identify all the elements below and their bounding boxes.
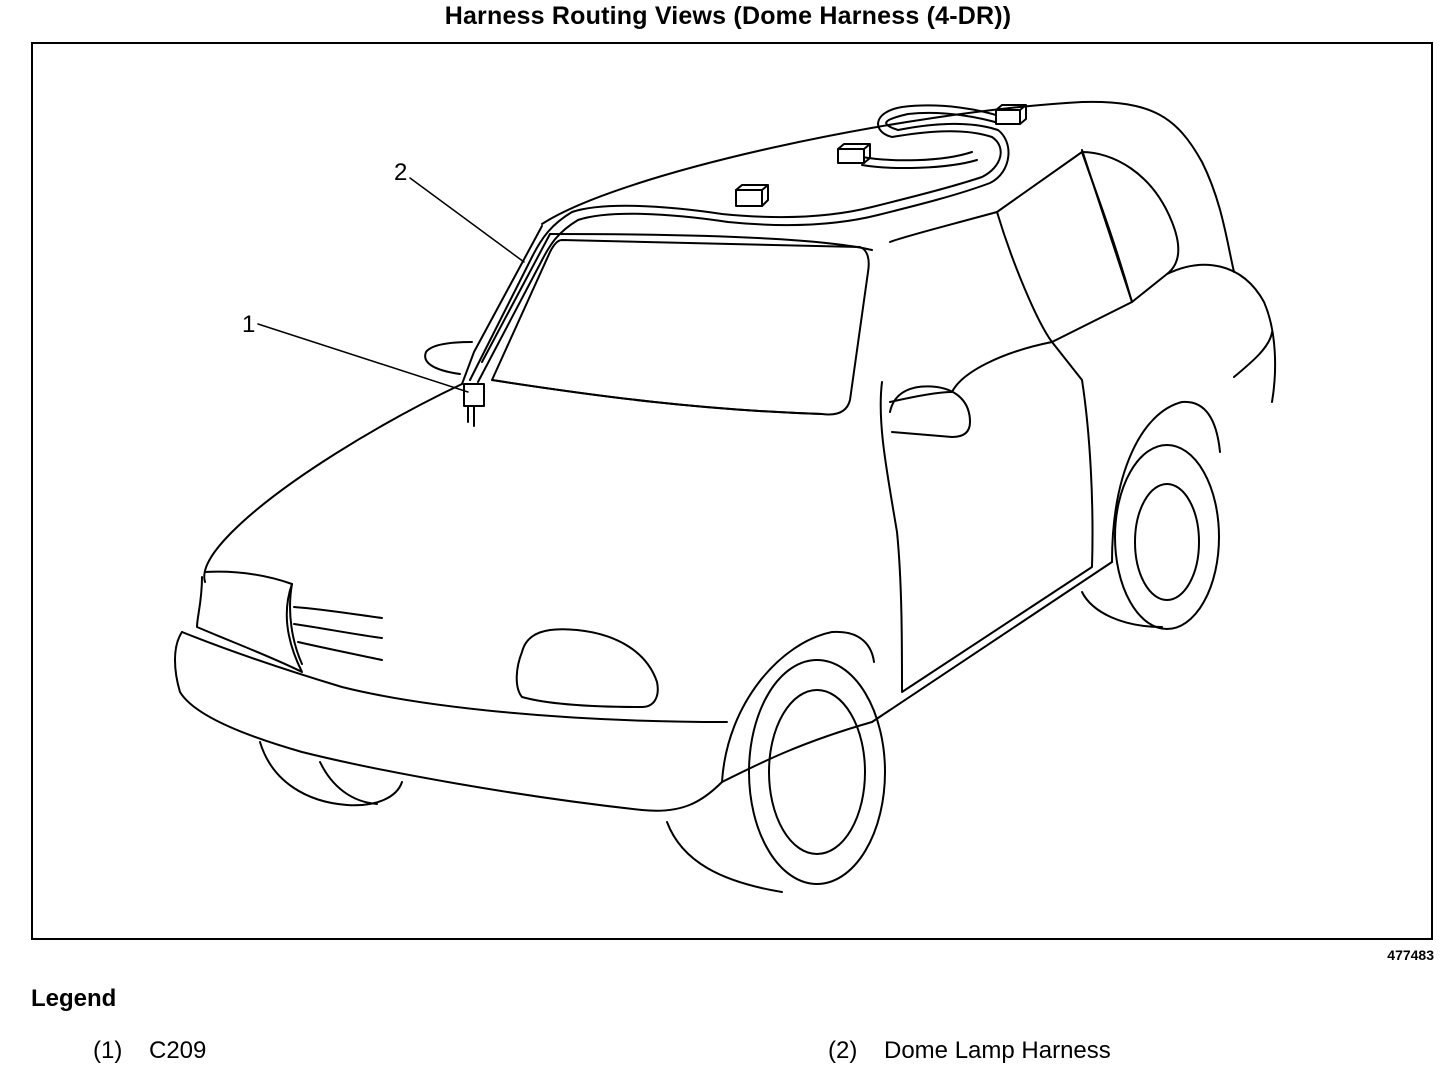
front-left-wheel bbox=[259, 741, 403, 807]
rear-door-window bbox=[1081, 151, 1180, 303]
front-right-tire bbox=[748, 659, 886, 885]
side-lower bbox=[721, 721, 873, 783]
legend-item-2: (2) Dome Lamp Harness bbox=[828, 1037, 1111, 1065]
bumper-top bbox=[181, 631, 728, 723]
legend-heading: Legend bbox=[31, 985, 117, 1012]
rear-quarter bbox=[1166, 263, 1277, 403]
connector-roof-center bbox=[735, 189, 763, 207]
front-door bbox=[879, 341, 1094, 693]
illustration-frame: 2 1 bbox=[31, 42, 1433, 940]
figure-number: 477483 bbox=[1387, 947, 1434, 963]
left-headlight bbox=[196, 576, 303, 673]
side-mirror bbox=[889, 385, 971, 438]
grille-line-3 bbox=[297, 641, 383, 661]
front-wheel-arch bbox=[721, 630, 875, 783]
hood bbox=[203, 383, 463, 583]
connector-roof-rear bbox=[995, 109, 1021, 125]
callout-1-leader bbox=[257, 323, 469, 393]
rear-rim bbox=[1134, 483, 1200, 601]
callout-2-label: 2 bbox=[394, 159, 407, 186]
grille-line-1 bbox=[293, 606, 383, 619]
left-mirror bbox=[424, 341, 473, 375]
rear-door bbox=[996, 151, 1133, 343]
grille-outline bbox=[289, 583, 303, 665]
connector-c209 bbox=[463, 383, 485, 407]
legend-item-1-text: C209 bbox=[149, 1037, 207, 1064]
legend-item-2-number: (2) bbox=[828, 1037, 858, 1064]
fog-light bbox=[515, 628, 659, 708]
a-pillar-inner bbox=[481, 233, 551, 363]
side-sill bbox=[871, 561, 1113, 723]
callout-2-leader bbox=[409, 177, 525, 263]
diagram-title: Harness Routing Views (Dome Harness (4-D… bbox=[444, 2, 1012, 30]
front-right-rim bbox=[768, 689, 866, 855]
legend-item-2-text: Dome Lamp Harness bbox=[884, 1037, 1111, 1064]
dome-lamp-harness bbox=[469, 104, 1010, 383]
connector-roof-front bbox=[837, 148, 865, 164]
front-bumper bbox=[174, 631, 723, 812]
rear-wheel-arch bbox=[1111, 400, 1221, 563]
rear-tire bbox=[1114, 444, 1220, 630]
cowl bbox=[491, 379, 823, 415]
front-door-window bbox=[889, 211, 1053, 403]
vehicle-line-drawing: 2 1 bbox=[174, 100, 1277, 893]
callout-1-label: 1 bbox=[242, 311, 255, 338]
legend-item-1: (1) C209 bbox=[93, 1037, 206, 1065]
legend-item-1-number: (1) bbox=[93, 1037, 123, 1064]
roof-outline bbox=[541, 100, 1235, 273]
hood-front bbox=[204, 570, 293, 585]
roof-inner-edge bbox=[549, 233, 873, 251]
grille-line-2 bbox=[293, 623, 383, 639]
a-pillar bbox=[461, 225, 543, 385]
